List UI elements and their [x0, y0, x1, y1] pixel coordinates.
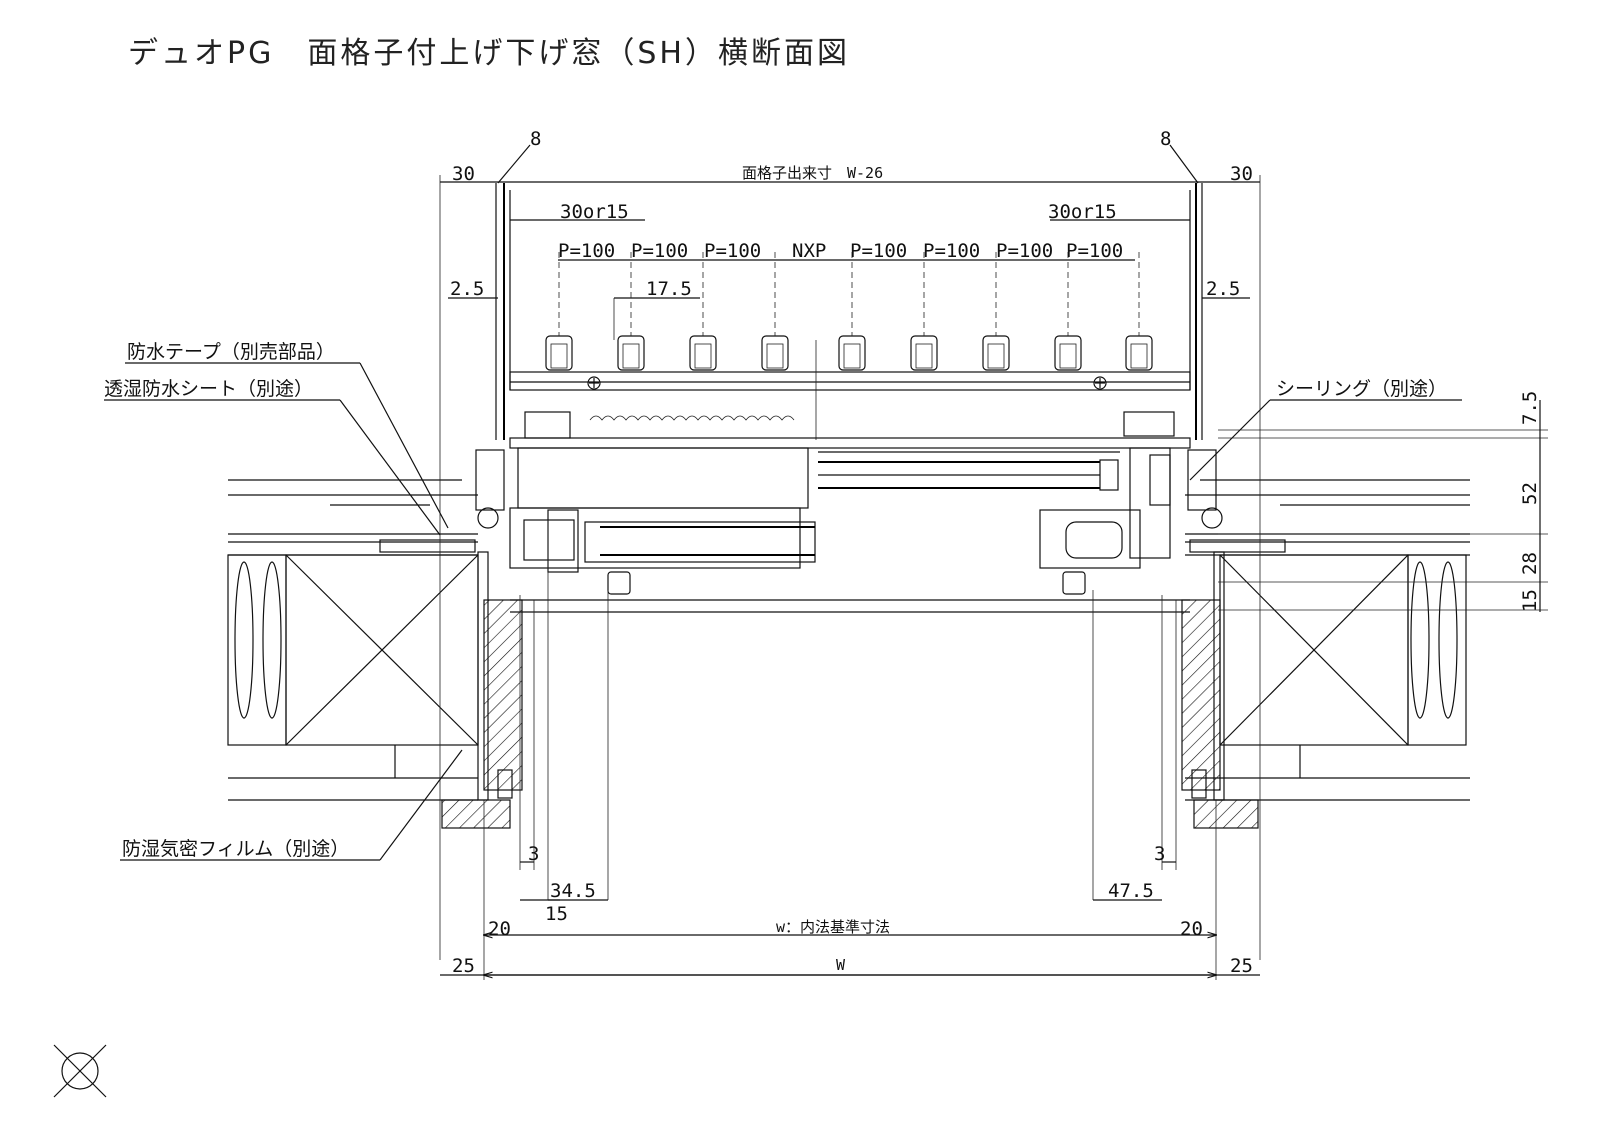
label-waterproof-tape: 防水テープ（別売部品） — [127, 341, 335, 363]
dim-52: 52 — [1519, 482, 1541, 505]
dim-15: 15 — [1519, 589, 1541, 612]
grille-bar — [545, 335, 573, 371]
leader-lines — [104, 362, 1462, 861]
dim-left-34-5: 34.5 — [550, 880, 596, 902]
circle-x-symbol-icon — [53, 1044, 107, 1098]
grille-bar — [689, 335, 717, 371]
drawing-title: デュオPG 面格子付上げ下げ窓（SH）横断面図 — [128, 36, 850, 71]
dim-pitch-1: P=100 — [558, 240, 615, 262]
label-vapor-film: 防湿気密フィルム（別途） — [122, 838, 349, 860]
grille-bar — [761, 335, 789, 371]
dim-pitch-3: P=100 — [704, 240, 761, 262]
dim-pitch-5: P=100 — [923, 240, 980, 262]
screw-right-icon — [1093, 376, 1107, 390]
dim-bar-17-5: 17.5 — [646, 278, 692, 300]
dim-pitch-2: P=100 — [631, 240, 688, 262]
grille-bars — [545, 335, 1153, 371]
dim-right-25: 25 — [1230, 955, 1253, 977]
dim-pitch-6: P=100 — [996, 240, 1053, 262]
dimension-lines — [439, 144, 1548, 980]
grille-bar — [617, 335, 645, 371]
dim-left-15: 15 — [545, 903, 568, 925]
grille — [495, 183, 1203, 440]
label-sealing: シーリング（別途） — [1276, 378, 1447, 400]
dim-pitch-7: P=100 — [1066, 240, 1123, 262]
screw-left-icon — [587, 376, 601, 390]
pitch-ticks — [558, 252, 1140, 336]
dim-outer-W: W — [836, 956, 846, 974]
label-permeable-sheet: 透湿防水シート（別途） — [104, 378, 313, 400]
jamb-left — [441, 551, 523, 829]
grille-bar — [838, 335, 866, 371]
grille-bar — [1054, 335, 1082, 371]
dim-left-30: 30 — [452, 163, 475, 185]
dim-left-2-5: 2.5 — [450, 278, 484, 300]
dim-right-3: 3 — [1154, 843, 1165, 865]
window-frame — [475, 411, 1223, 613]
dim-grille-width: 面格子出来寸 W-26 — [742, 164, 883, 182]
dim-right-8: 8 — [1160, 128, 1171, 150]
dim-pitch-4: P=100 — [850, 240, 907, 262]
dim-right-47-5: 47.5 — [1108, 880, 1154, 902]
dim-7-5: 7.5 — [1519, 391, 1541, 425]
dim-right-20: 20 — [1180, 918, 1203, 940]
dim-left-30or15: 30or15 — [560, 201, 629, 223]
jamb-right — [1181, 551, 1259, 829]
grille-bar — [1125, 335, 1153, 371]
wall-right — [1185, 479, 1470, 801]
dimension-text: 30 30 8 8 面格子出来寸 W-26 30or15 30or15 P=10… — [450, 128, 1541, 977]
dim-inner-w: w：内法基準寸法 — [776, 918, 890, 936]
grille-bar — [910, 335, 938, 371]
wall-left — [227, 479, 479, 801]
dim-left-20: 20 — [488, 918, 511, 940]
dim-left-8: 8 — [530, 128, 541, 150]
dim-right-2-5: 2.5 — [1206, 278, 1240, 300]
grille-bar — [982, 335, 1010, 371]
dim-28: 28 — [1519, 552, 1541, 575]
dim-left-3: 3 — [528, 843, 539, 865]
callouts: 防水テープ（別売部品） 透湿防水シート（別途） 防湿気密フィルム（別途） シーリ… — [104, 341, 1447, 860]
dim-pitch-nxp: NXP — [792, 240, 826, 262]
dim-right-30: 30 — [1230, 163, 1253, 185]
dim-right-30or15: 30or15 — [1048, 201, 1117, 223]
dim-left-25: 25 — [452, 955, 475, 977]
